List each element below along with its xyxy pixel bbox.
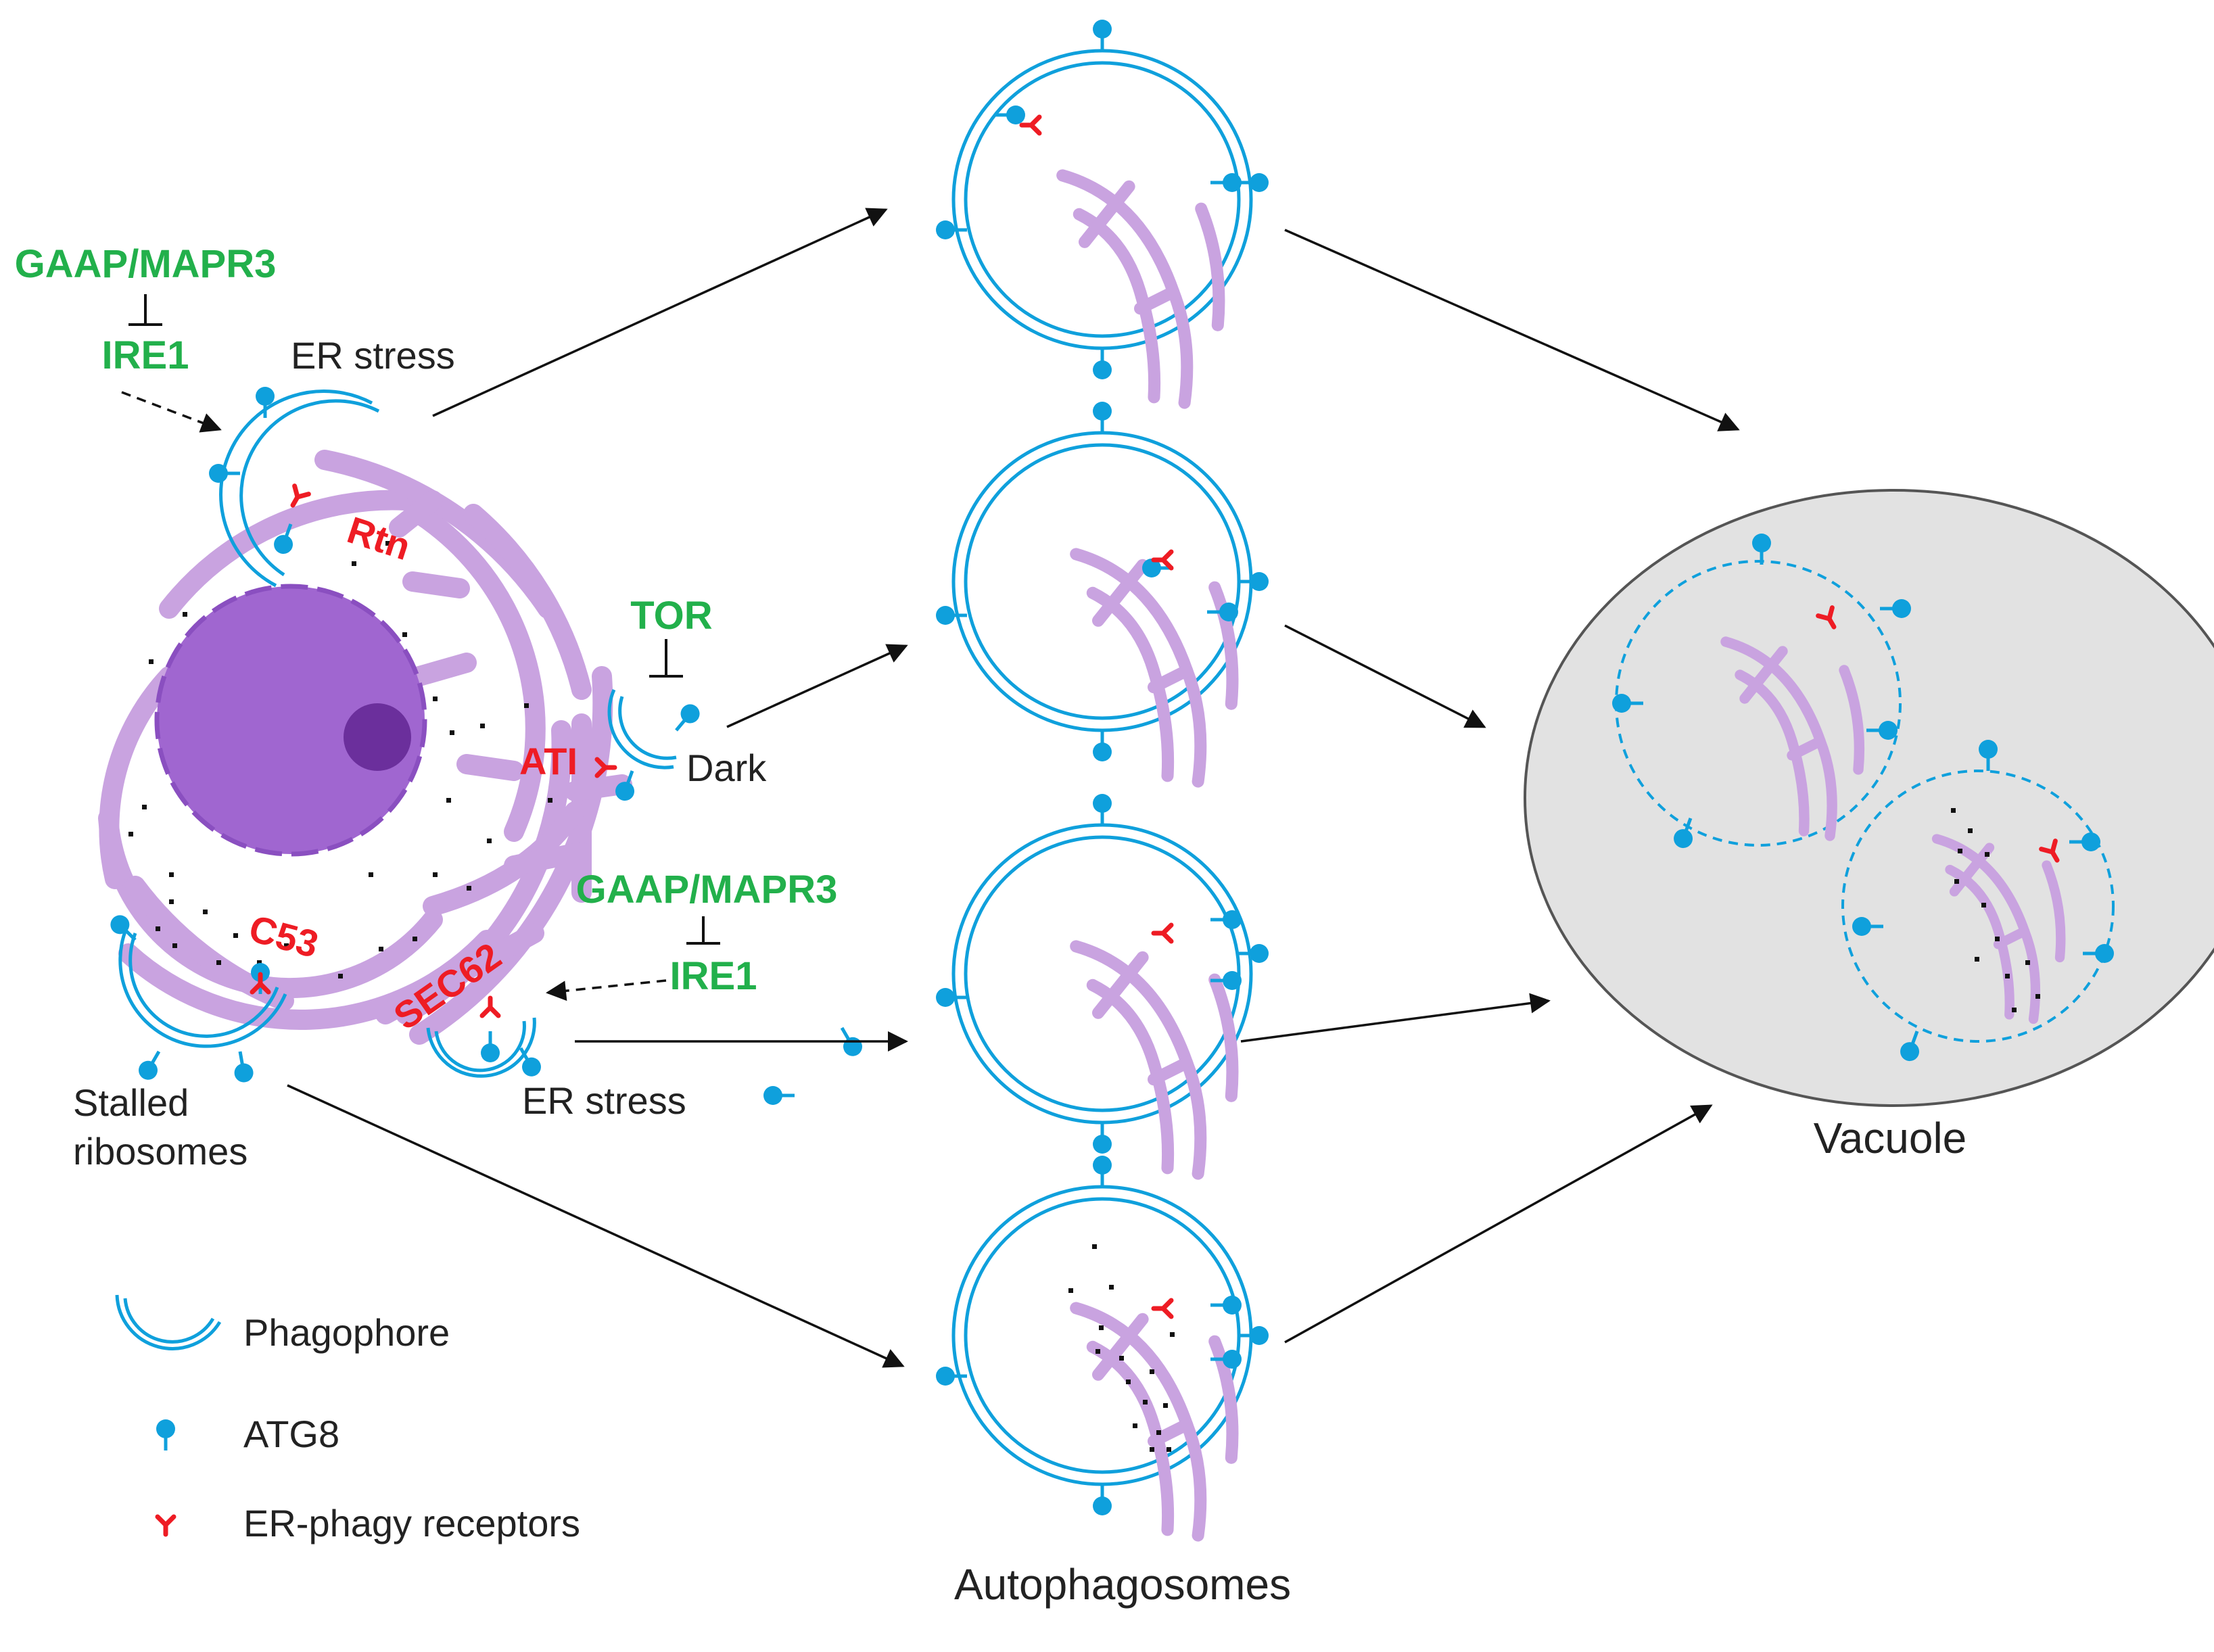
atg8-icon — [156, 1419, 175, 1450]
c53-label: C53 — [245, 907, 323, 966]
ribosomes-label: ribosomes — [73, 1130, 248, 1173]
phagophore-ati — [597, 688, 703, 803]
cell-er-network — [98, 450, 632, 1045]
ribosomes — [128, 541, 552, 978]
vacuole — [1524, 489, 2214, 1107]
vacuole-autophagic-body-1 — [1612, 534, 1911, 851]
free-atg8 — [763, 1023, 866, 1105]
phagophore-sec62 — [426, 998, 544, 1080]
autophagosome-4 — [936, 1156, 1269, 1536]
autophagosome-2 — [936, 402, 1269, 782]
nucleus — [154, 584, 427, 857]
autophagosome-3 — [936, 794, 1269, 1174]
phagophore-rtn — [209, 387, 380, 588]
arrows — [121, 208, 1740, 1368]
er-stress-top-label: ER stress — [291, 334, 455, 377]
tor-label: TOR — [630, 594, 712, 638]
gaap-mapr3-mid-label: GAAP/MAPR3 — [576, 868, 838, 912]
stalled-label: Stalled — [73, 1081, 189, 1124]
phagophore-c53 — [107, 912, 287, 1084]
autophagosome-1 — [936, 20, 1269, 403]
autophagosomes-label: Autophagosomes — [954, 1560, 1291, 1609]
vacuole-label: Vacuole — [1814, 1114, 1967, 1162]
er-phagy-receptor-icon — [158, 1517, 174, 1534]
legend-phagophore-label: Phagophore — [243, 1311, 450, 1354]
regulator-labels: GAAP/MAPR3 IRE1 TOR GAAP/MAPR3 IRE1 — [15, 242, 838, 998]
phagophore-icon — [115, 1294, 222, 1350]
er-stress-bottom-label: ER stress — [522, 1079, 686, 1122]
legend-er-phagy-receptors-label: ER-phagy receptors — [243, 1502, 580, 1544]
ire1-mid-label: IRE1 — [670, 954, 757, 998]
compartment-labels: Vacuole Autophagosomes — [954, 1114, 1966, 1609]
nucleolus — [344, 703, 411, 771]
inhibition-bars — [128, 294, 720, 945]
dark-label: Dark — [686, 747, 767, 789]
legend: Phagophore ATG8 ER-phagy receptors — [115, 1294, 580, 1544]
condition-labels: ER stress Dark ER stress Stalled ribosom… — [73, 334, 767, 1173]
gaap-mapr3-top-label: GAAP/MAPR3 — [15, 242, 277, 286]
ati-label: ATI — [519, 740, 578, 782]
vacuole-autophagic-body-2 — [1841, 740, 2114, 1064]
legend-atg8-label: ATG8 — [243, 1413, 339, 1455]
ire1-top-label: IRE1 — [102, 333, 189, 377]
